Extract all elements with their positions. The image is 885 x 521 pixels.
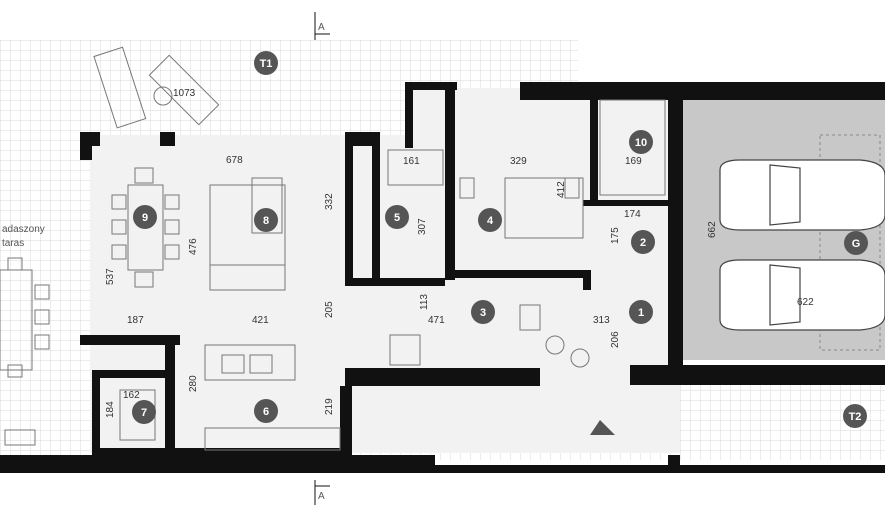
room-badge-2: 2 [631,230,655,254]
room-badge-3: 3 [471,300,495,324]
dim-bath-width: 161 [403,156,420,167]
dim-terrace-width: 1073 [173,88,196,99]
room-badge-10: 10 [629,130,653,154]
room-badge-3-label: 3 [480,307,486,319]
walls [0,82,885,473]
dim-hall1-depth: 206 [610,331,621,348]
room-badge-5: 5 [385,205,409,229]
section-marker-top: A [314,12,330,40]
dim-left-width: 187 [127,315,144,326]
room-badge-6-label: 6 [263,406,269,418]
room-badge-10-label: 10 [635,137,647,149]
dim-garage-width: 622 [797,297,814,308]
room-badge-4: 4 [478,208,502,232]
dim-stair-depth: 113 [419,294,430,310]
room-badge-t1: T1 [254,51,278,75]
dim-dining-depth: 476 [188,238,199,255]
room-badge-g-label: G [852,238,861,250]
room-badge-4-label: 4 [487,215,494,227]
dim-room2-width: 174 [624,209,641,220]
garage-cars [719,159,885,331]
room-badge-g: G [844,231,868,255]
room-badge-9-label: 9 [142,212,148,224]
room-badge-7-label: 7 [141,407,147,419]
dim-garage-depth: 662 [707,221,718,238]
room-badge-9: 9 [133,205,157,229]
room-badge-t2: T2 [843,404,867,428]
dim-utility-width: 169 [625,156,642,167]
dim-living-depth: 332 [324,193,335,210]
dim-room2-depth: 175 [610,227,621,244]
dim-hall3-width: 471 [428,315,445,326]
dim-bedroom-width: 329 [510,156,527,167]
terrace-label-line-2: taras [2,238,24,249]
dim-bath-depth: 307 [417,218,428,235]
dim-pantry-width: 162 [123,390,140,401]
interior-floor [90,135,680,453]
room-badge-t2-label: T2 [849,411,862,423]
dim-hall1-width: 313 [593,315,610,326]
dim-pantry-depth: 184 [105,401,116,418]
room-badge-7: 7 [132,400,156,424]
dim-mid-width: 421 [252,315,269,326]
section-marker-bottom: A [314,480,330,505]
dim-kitchen-depth: 280 [188,375,199,392]
dim-bedroom-depth: 412 [556,181,567,198]
dim-hall-depth: 205 [324,301,335,318]
dim-living-width: 678 [226,155,243,166]
room-badge-1: 1 [629,300,653,324]
room-badge-t1-label: T1 [260,58,273,70]
dim-left-depth: 537 [105,268,116,285]
room-badge-6: 6 [254,399,278,423]
section-marker-bottom-label: A [318,491,325,502]
dim-kitchen-depth-2: 219 [324,398,335,415]
furniture [0,46,666,451]
section-marker-top-label: A [318,22,325,33]
garage-parking-outline [819,134,881,351]
room-badge-2-label: 2 [640,237,646,249]
terrace-label-line-1: adaszony [2,224,45,235]
room-badge-5-label: 5 [394,212,400,224]
room-badge-1-label: 1 [638,307,644,319]
room-badge-8: 8 [254,208,278,232]
dimension-labels: 1073 678 332 476 537 187 421 205 161 307… [105,88,814,418]
room-badge-8-label: 8 [263,215,269,227]
